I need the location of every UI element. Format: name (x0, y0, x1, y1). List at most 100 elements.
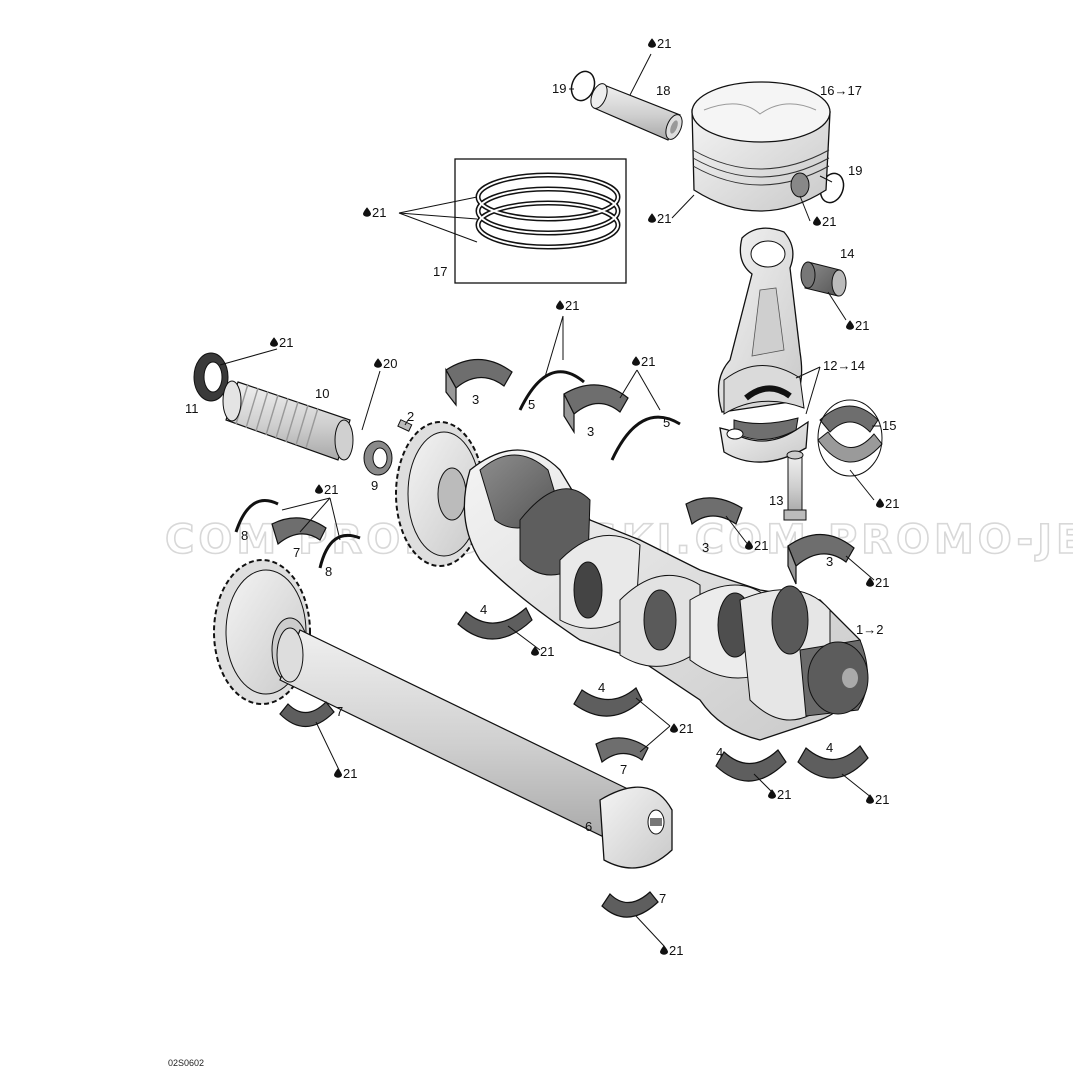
oil-drop-icon (556, 300, 564, 310)
needle-bearing (363, 440, 393, 476)
rod-bearing-shells (817, 399, 883, 477)
callout-number: 7 (293, 545, 300, 560)
callout-number: 21 (679, 721, 693, 736)
callout-c4-d: 4 (826, 740, 833, 755)
oil-drop-icon (846, 320, 854, 330)
callout-c7-a: 7 (293, 545, 300, 560)
callout-c3-c: 3 (702, 540, 709, 555)
callout-number: 21 (777, 787, 791, 802)
callout-number: 21 (565, 298, 579, 313)
callout-c16-17: 16→17 (820, 83, 862, 98)
callout-number: 8 (325, 564, 332, 579)
callout-c21-rings: 21 (363, 205, 386, 220)
callout-c4-b: 4 (598, 680, 605, 695)
callout-number: 12→14 (823, 358, 865, 373)
small-end-bushing (800, 261, 847, 297)
callout-c7-b: 7 (336, 704, 343, 719)
drive-sleeve (222, 380, 354, 461)
callout-c21-main-c: 21 (531, 644, 554, 659)
callout-number: 4 (716, 745, 723, 760)
callout-c21-main-e: 21 (768, 787, 791, 802)
callout-number: 15 (882, 418, 896, 433)
callout-c15: 15 (882, 418, 896, 433)
callout-number: 14 (840, 246, 854, 261)
callout-c21-thrust: 21 (632, 354, 655, 369)
callout-number: 1→2 (856, 622, 883, 637)
oil-drop-icon (632, 356, 640, 366)
callout-number: 5 (528, 397, 535, 412)
oil-drop-icon (334, 768, 342, 778)
callout-c4-a: 4 (480, 602, 487, 617)
callout-c20: 20 (374, 356, 397, 371)
callout-number: 21 (822, 214, 836, 229)
callout-number: 5 (663, 415, 670, 430)
piston-rings (475, 172, 621, 250)
callout-number: 21 (875, 792, 889, 807)
callout-c6: 6 (585, 819, 592, 834)
connecting-rod (717, 227, 805, 415)
callout-c7-d: 7 (659, 891, 666, 906)
callout-number: 17 (433, 264, 447, 279)
oil-drop-icon (813, 216, 821, 226)
callout-c21-pin: 21 (648, 36, 671, 51)
callout-c7-c: 7 (620, 762, 627, 777)
callout-c11: 11 (185, 401, 199, 416)
callout-c3-a: 3 (472, 392, 479, 407)
callout-number: 21 (372, 205, 386, 220)
callout-c21-bearings: 21 (556, 298, 579, 313)
oil-drop-icon (768, 789, 776, 799)
callout-number: 9 (371, 478, 378, 493)
callout-number: 8 (241, 528, 248, 543)
thrust-washers (234, 370, 681, 569)
oil-drop-icon (876, 498, 884, 508)
callout-c1-2: 1→2 (856, 622, 883, 637)
oil-drop-icon (270, 337, 278, 347)
callout-c2: 2 (407, 409, 414, 424)
callout-c9: 9 (371, 478, 378, 493)
rod-bolt (783, 450, 807, 521)
oil-drop-icon (670, 723, 678, 733)
balancer-shaft (276, 627, 673, 869)
callout-c8-b: 8 (325, 564, 332, 579)
callout-number: 3 (587, 424, 594, 439)
callout-number: 21 (540, 644, 554, 659)
connecting-rod-cap (719, 417, 809, 463)
callout-c12-14: 12→14 (823, 358, 865, 373)
oil-drop-icon (374, 358, 382, 368)
callout-number: 3 (826, 554, 833, 569)
piston-ring-set-box (454, 158, 627, 284)
callout-c21-main-d: 21 (670, 721, 693, 736)
callout-c3-d: 3 (826, 554, 833, 569)
drawing-reference: 02S0602 (168, 1058, 204, 1068)
callout-c4-c: 4 (716, 745, 723, 760)
oil-drop-icon (531, 646, 539, 656)
callout-number: 2 (407, 409, 414, 424)
callout-c17: 17 (433, 264, 447, 279)
piston-pin (590, 83, 683, 141)
callout-number: 19 (848, 163, 862, 178)
callout-c3-b: 3 (587, 424, 594, 439)
callout-number: 3 (702, 540, 709, 555)
callout-c21-rodcap: 21 (876, 496, 899, 511)
callout-number: 16→17 (820, 83, 862, 98)
callout-c18: 18 (656, 83, 670, 98)
callout-c21-seal: 21 (270, 335, 293, 350)
piston-pin-clip-left (570, 70, 596, 102)
leader-lines (219, 53, 880, 947)
callout-c21-piston-b: 21 (813, 214, 836, 229)
oil-drop-icon (660, 945, 668, 955)
callout-c5-a: 5 (528, 397, 535, 412)
callout-number: 21 (885, 496, 899, 511)
bearing-shells (271, 358, 869, 918)
callout-number: 6 (585, 819, 592, 834)
callout-number: 21 (279, 335, 293, 350)
callout-c21-main-f: 21 (866, 792, 889, 807)
callout-number: 7 (336, 704, 343, 719)
callout-c21-bushing: 21 (846, 318, 869, 333)
callout-c8-a: 8 (241, 528, 248, 543)
callout-c21-bal-b: 21 (660, 943, 683, 958)
callout-number: 21 (669, 943, 683, 958)
